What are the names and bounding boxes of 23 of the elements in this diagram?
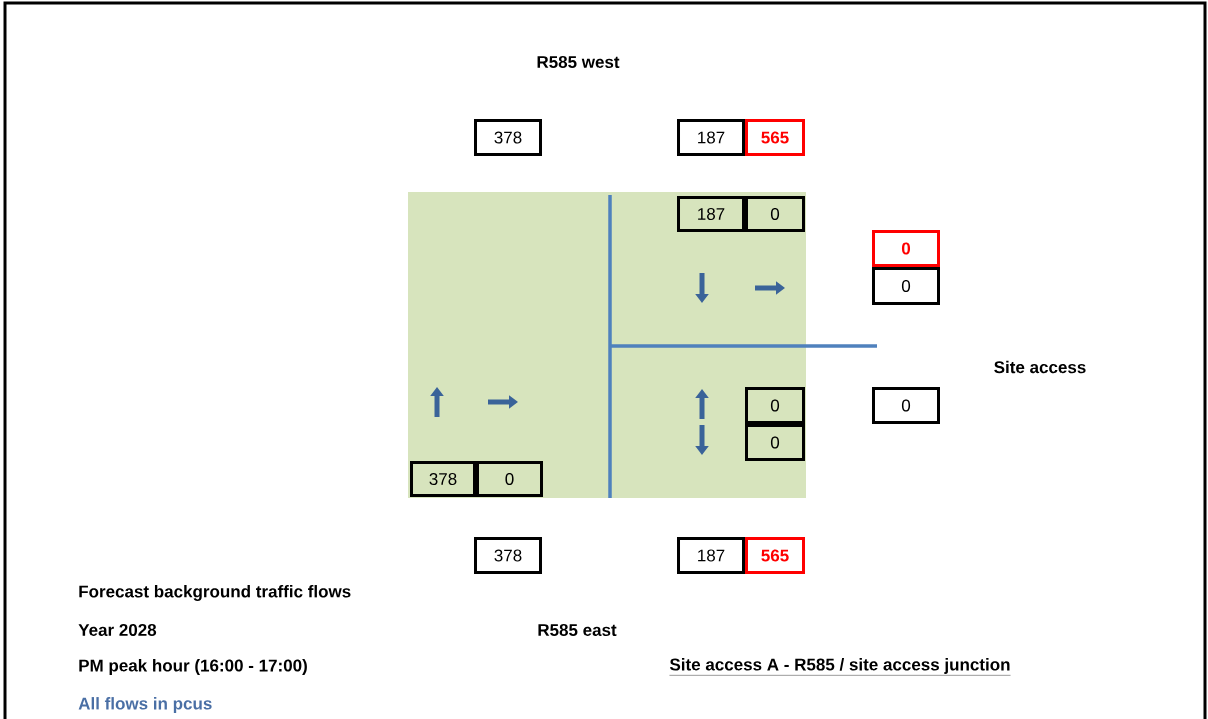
text-label: Forecast background traffic flows: [79, 585, 351, 601]
flow-value-box: 0: [476, 461, 543, 497]
flow-value-box: 0: [872, 387, 940, 424]
flow-value-box: 0: [745, 424, 805, 461]
flow-value-box: 0: [745, 196, 805, 232]
text-label: Site access: [994, 360, 1086, 374]
text-label: Year 2028: [78, 623, 157, 636]
flow-value-box: 187: [677, 196, 745, 232]
flow-value-box: 0: [745, 387, 805, 424]
flow-value-box: 378: [410, 461, 476, 497]
flow-value-box: 378: [474, 537, 542, 574]
flow-value-box: 565: [745, 119, 805, 156]
text-label: All flows in pcus: [78, 697, 212, 713]
flow-value-box: 0: [872, 267, 940, 305]
text-label: PM peak hour (16:00 - 17:00): [79, 659, 307, 675]
text-label: R585 west: [537, 56, 620, 68]
flow-value-box: 0: [872, 230, 940, 267]
flow-value-box: 378: [474, 119, 542, 156]
junction-title: Site access A - R585 / site access junction: [669, 658, 1011, 676]
flow-value-box: 187: [677, 537, 745, 574]
flow-value-box: 565: [745, 537, 805, 574]
text-label: R585 east: [538, 623, 617, 636]
flow-value-box: 187: [677, 119, 745, 156]
